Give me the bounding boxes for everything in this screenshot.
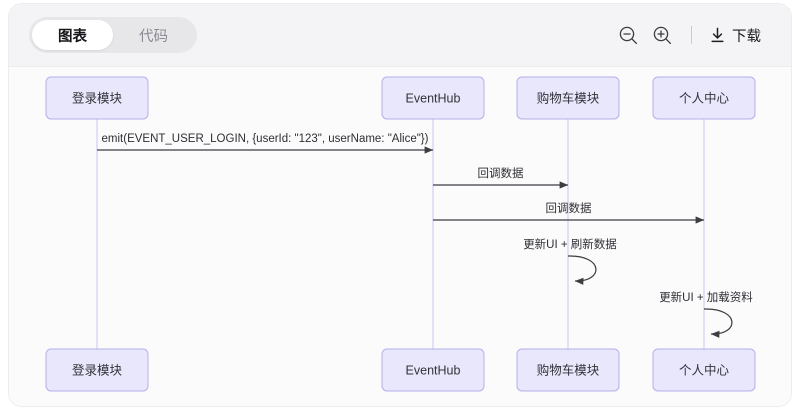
message-4[interactable]: 更新UI + 加载资料 [659, 290, 753, 338]
messages-group: emit(EVENT_USER_LOGIN, {userId: "123", u… [97, 133, 753, 338]
message-label: 更新UI + 刷新数据 [523, 237, 617, 251]
participant-label: 个人中心 [679, 91, 730, 106]
diagram-card: 图表 代码 [8, 3, 792, 407]
message-0[interactable]: emit(EVENT_USER_LOGIN, {userId: "123", u… [97, 133, 434, 154]
participant-box-login-top[interactable]: 登录模块 [45, 76, 149, 120]
toolbar-header: 图表 代码 [9, 4, 791, 67]
participant-label: EventHub [406, 92, 461, 106]
participant-label: 购物车模块 [537, 91, 600, 106]
download-label: 下载 [732, 28, 761, 45]
participant-label: 个人中心 [679, 363, 730, 378]
tab-chart-label: 图表 [58, 28, 87, 45]
participant-label: 登录模块 [72, 91, 123, 106]
download-icon [711, 27, 724, 42]
tab-code-label: 代码 [139, 28, 168, 45]
message-1[interactable]: 回调数据 [433, 166, 569, 189]
participant-label: 登录模块 [72, 363, 123, 378]
participant-box-profile-bottom[interactable]: 个人中心 [652, 348, 756, 392]
toolbar-actions: 下载 [611, 18, 765, 52]
zoom-out-icon [619, 26, 637, 44]
participant-label: EventHub [406, 364, 461, 378]
zoom-in-icon [653, 26, 671, 44]
participant-label: 购物车模块 [537, 363, 600, 378]
diagram-canvas[interactable]: emit(EVENT_USER_LOGIN, {userId: "123", u… [9, 67, 791, 406]
participant-box-login-bottom[interactable]: 登录模块 [45, 348, 149, 392]
message-3[interactable]: 更新UI + 刷新数据 [523, 237, 617, 285]
participant-box-cart-bottom[interactable]: 购物车模块 [516, 348, 620, 392]
zoom-out-button[interactable] [611, 18, 645, 52]
toolbar-divider [691, 26, 692, 44]
participant-box-eventhub-top[interactable]: EventHub [381, 76, 485, 120]
participant-box-profile-top[interactable]: 个人中心 [652, 76, 756, 120]
tab-chart[interactable]: 图表 [32, 20, 113, 50]
lifelines-group [96, 119, 705, 349]
zoom-in-button[interactable] [645, 18, 679, 52]
download-button[interactable]: 下载 [704, 20, 765, 51]
participant-boxes-group: 登录模块登录模块EventHubEventHub购物车模块购物车模块个人中心个人… [45, 76, 756, 392]
message-label: emit(EVENT_USER_LOGIN, {userId: "123", u… [102, 133, 429, 145]
tab-code[interactable]: 代码 [113, 20, 194, 50]
sequence-diagram-svg: emit(EVENT_USER_LOGIN, {userId: "123", u… [45, 76, 756, 392]
message-label: 回调数据 [478, 166, 524, 180]
participant-box-eventhub-bottom[interactable]: EventHub [381, 348, 485, 392]
message-label: 回调数据 [546, 201, 592, 215]
message-2[interactable]: 回调数据 [433, 201, 705, 224]
message-label: 更新UI + 加载资料 [659, 290, 753, 304]
participant-box-cart-top[interactable]: 购物车模块 [516, 76, 620, 120]
view-tabs: 图表 代码 [29, 17, 197, 53]
